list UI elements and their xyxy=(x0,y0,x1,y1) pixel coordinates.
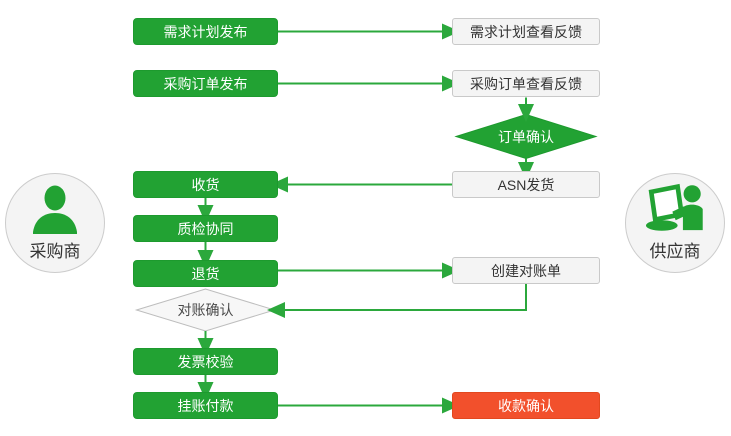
buyer-person-icon xyxy=(33,185,77,234)
node-quality-check: 质检协同 xyxy=(133,215,278,242)
node-reconcile-confirm-label: 对账确认 xyxy=(177,302,234,318)
supplier-actor: 供应商 xyxy=(625,173,725,273)
node-payment: 挂账付款 xyxy=(133,392,278,419)
buyer-label: 采购商 xyxy=(29,242,81,261)
node-create-statement: 创建对账单 xyxy=(452,257,600,284)
node-asn-ship: ASN发货 xyxy=(452,171,600,198)
node-demand-plan-feedback: 需求计划查看反馈 xyxy=(452,18,600,45)
arrow-statement-to-reconcile xyxy=(267,284,527,318)
node-invoice-verify: 发票校验 xyxy=(133,348,278,375)
node-return-goods: 退货 xyxy=(133,260,278,287)
buyer-actor: 采购商 xyxy=(5,173,105,273)
node-order-confirm-label: 订单确认 xyxy=(498,129,554,145)
supplier-label: 供应商 xyxy=(649,242,701,261)
node-po-publish: 采购订单发布 xyxy=(133,70,278,97)
order-confirm-diamond xyxy=(454,113,598,160)
node-receipt-confirm: 收款确认 xyxy=(452,392,600,419)
node-receive-goods: 收货 xyxy=(133,171,278,198)
node-po-feedback: 采购订单查看反馈 xyxy=(452,70,600,97)
supplier-person-laptop-icon xyxy=(645,183,703,231)
node-demand-plan-publish: 需求计划发布 xyxy=(133,18,278,45)
